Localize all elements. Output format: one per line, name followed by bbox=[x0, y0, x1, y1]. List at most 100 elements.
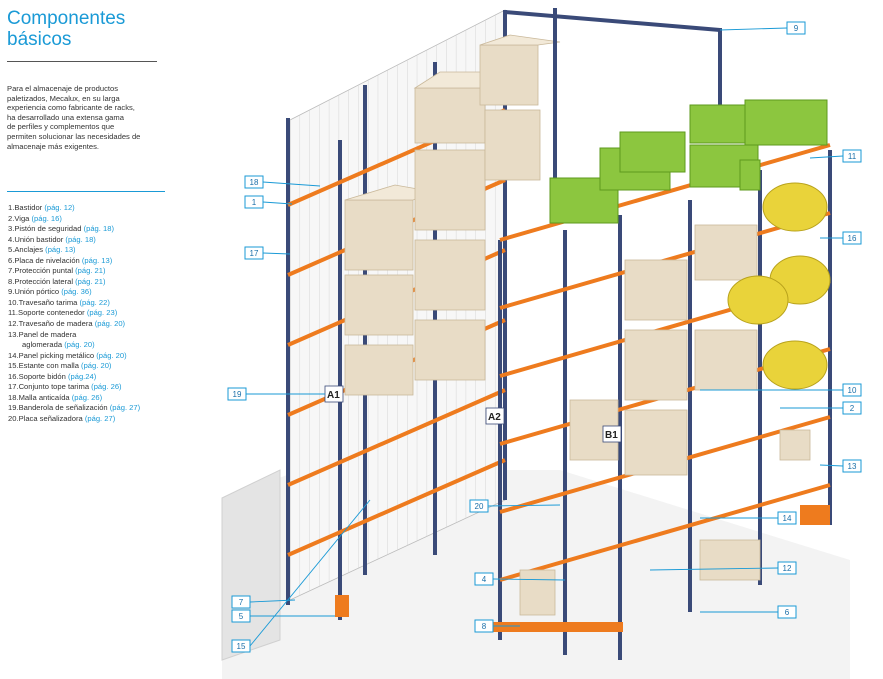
component-item: 4. Unión bastidor (pág. 18) bbox=[8, 235, 178, 246]
component-number: 11. bbox=[8, 308, 18, 318]
sign-a1-text: A1 bbox=[327, 390, 340, 401]
callout-20: 20 bbox=[469, 499, 561, 513]
callout-15: 15 bbox=[231, 499, 371, 653]
callout-12: 12 bbox=[649, 561, 797, 575]
callout-2: 2 bbox=[780, 401, 862, 415]
callout-8: 8 bbox=[474, 619, 520, 633]
callout-box bbox=[474, 619, 494, 633]
callout-number: 17 bbox=[250, 249, 259, 258]
callout-leader bbox=[819, 464, 844, 467]
callout-box bbox=[227, 387, 247, 401]
component-number: 16. bbox=[8, 371, 19, 381]
component-number: 2. bbox=[8, 213, 15, 223]
component-page-ref: (pág. 20) bbox=[64, 340, 95, 350]
callout-box bbox=[842, 459, 862, 473]
component-item: 13. Panel de madera bbox=[8, 330, 178, 341]
component-number: 4. bbox=[8, 234, 15, 244]
component-item: 15. Estante con malla (pág. 20) bbox=[8, 361, 178, 372]
callout-leader bbox=[649, 567, 779, 571]
component-name: Panel picking metálico bbox=[18, 350, 97, 360]
callout-leader bbox=[262, 201, 293, 205]
right-rack-loads bbox=[519, 224, 811, 616]
component-page-ref: (pág. 20) bbox=[96, 350, 127, 360]
component-item: 16. Soporte bidón (pág.24) bbox=[8, 372, 178, 383]
component-item: 2. Viga (pág. 16) bbox=[8, 214, 178, 225]
component-item: 7. Protección puntal (pág. 21) bbox=[8, 266, 178, 277]
callout-6: 6 bbox=[700, 605, 797, 619]
component-item: 3. Pistón de seguridad (pág. 18) bbox=[8, 224, 178, 235]
component-item: 6. Placa de nivelación (pág. 13) bbox=[8, 256, 178, 267]
sign-a1: A1 bbox=[324, 385, 344, 403]
callout-number: 18 bbox=[250, 178, 259, 187]
component-name: Soporte bidón bbox=[18, 371, 68, 381]
callout-11: 11 bbox=[809, 149, 862, 163]
component-name: Banderola de señalización bbox=[18, 403, 110, 413]
callout-leader bbox=[249, 499, 371, 647]
callout-box bbox=[244, 195, 264, 209]
callout-number: 9 bbox=[794, 24, 799, 33]
component-name: Panel de madera bbox=[18, 329, 77, 339]
callout-box bbox=[231, 609, 251, 623]
component-name: Soporte contenedor bbox=[18, 308, 87, 318]
callout-leader bbox=[262, 252, 291, 255]
callout-leader bbox=[262, 181, 321, 187]
component-name: Protección puntal bbox=[14, 266, 76, 276]
callout-box bbox=[244, 246, 264, 260]
callout-1: 1 bbox=[244, 195, 293, 209]
component-name: Viga bbox=[14, 213, 32, 223]
component-name: aglomerada bbox=[22, 340, 65, 350]
component-item: 14. Panel picking metálico (pág. 20) bbox=[8, 351, 178, 362]
component-name: Conjunto tope tarima bbox=[18, 382, 92, 392]
page-title: Componentes básicos bbox=[7, 8, 125, 50]
callout-leader bbox=[809, 155, 844, 159]
component-name: Malla anticaída bbox=[18, 392, 72, 402]
component-number: 10. bbox=[8, 297, 19, 307]
callout-box bbox=[842, 401, 862, 415]
callout-9: 9 bbox=[719, 21, 806, 35]
title-divider bbox=[7, 61, 157, 62]
callout-box bbox=[842, 149, 862, 163]
callout-number: 14 bbox=[783, 514, 792, 523]
component-item: 20. Placa señalizadora (pág. 27) bbox=[8, 414, 178, 425]
component-name: Placa de nivelación bbox=[14, 255, 82, 265]
component-number: 15. bbox=[8, 361, 19, 371]
component-number: 6. bbox=[8, 255, 15, 265]
component-page-ref: (pág. 23) bbox=[86, 308, 118, 318]
base-protectors bbox=[335, 505, 830, 632]
callout-box bbox=[777, 561, 797, 575]
component-page-ref: (pág. 21) bbox=[75, 266, 106, 276]
callout-number: 6 bbox=[785, 608, 790, 617]
component-number: 5. bbox=[8, 245, 15, 255]
component-page-ref: (pág. 13) bbox=[45, 245, 76, 255]
component-number: 14. bbox=[8, 350, 19, 360]
component-item: 10. Travesaño tarima (pág. 22) bbox=[8, 298, 178, 309]
component-page-ref: (pág.24) bbox=[67, 371, 97, 381]
component-item: 19. Banderola de señalización (pág. 27) bbox=[8, 403, 178, 414]
callout-number: 19 bbox=[233, 390, 242, 399]
component-number: 13. bbox=[8, 329, 19, 339]
callout-number: 7 bbox=[239, 598, 244, 607]
component-number: 20. bbox=[8, 413, 19, 423]
callout-number: 11 bbox=[848, 152, 857, 161]
callout-box bbox=[842, 383, 862, 397]
component-page-ref: (pág. 12) bbox=[44, 203, 75, 212]
callout-18: 18 bbox=[244, 175, 321, 189]
callout-leader bbox=[487, 504, 561, 507]
component-item: 8. Protección lateral (pág. 21) bbox=[8, 277, 178, 288]
intro-paragraph: Para el almacenaje de productos paletiza… bbox=[7, 84, 141, 151]
component-name: Unión pórtico bbox=[14, 287, 62, 297]
component-name: Pistón de seguridad bbox=[14, 224, 84, 234]
callout-leader bbox=[492, 578, 566, 581]
callout-box bbox=[842, 231, 862, 245]
right-rack-frames bbox=[498, 150, 832, 660]
component-page-ref: (pág. 16) bbox=[31, 213, 62, 223]
component-name: Placa señalizadora bbox=[18, 413, 85, 423]
component-page-ref: (pág. 26) bbox=[71, 392, 103, 402]
callout-box bbox=[777, 605, 797, 619]
component-page-ref: (pág. 21) bbox=[75, 276, 106, 286]
callout-number: 2 bbox=[850, 404, 855, 413]
sign-b1: B1 bbox=[602, 425, 622, 443]
component-name: Travesaño de madera bbox=[18, 319, 95, 329]
